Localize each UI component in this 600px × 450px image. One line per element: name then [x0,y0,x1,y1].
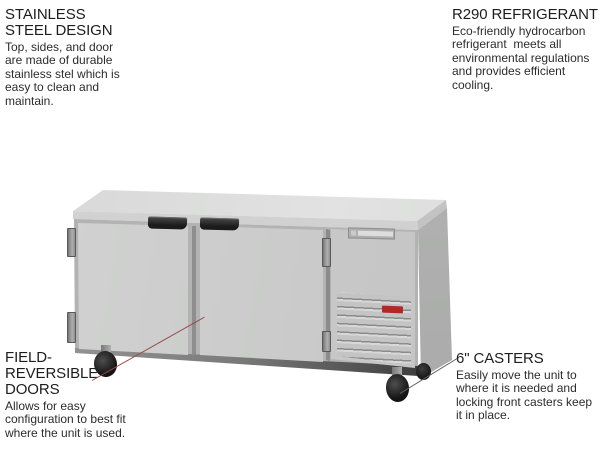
fridge-hinge-left-top [67,228,76,257]
callout-stainless-title: STAINLESS STEEL DESIGN [5,6,113,39]
callout-doors-body: Allows for easy configuration to best fi… [5,399,126,440]
brand-logo-badge [382,305,403,314]
callout-stainless-body: Top, sides, and door are made of durable… [5,40,120,108]
callout-casters-title: 6" CASTERS [456,350,544,367]
fridge-right-door-handle [199,217,240,231]
fridge-hinge-middle-bottom [322,331,331,352]
fridge-hinge-left-bottom [67,312,76,343]
fridge-nameplate-square [351,230,356,236]
fridge-left-door-handle [147,216,188,230]
callout-casters: 6" CASTERS Easily move the unit to where… [456,351,600,423]
callout-r290-refrigerant: R290 REFRIGERANT Eco-friendly hydrocarbo… [452,7,600,92]
callout-refrigerant-title: R290 REFRIGERANT [452,6,598,23]
callout-casters-body: Easily move the unit to where it is need… [456,368,593,423]
fridge-hinge-middle-top [322,238,331,267]
callout-doors-title: FIELD- REVERSIBLE DOORS [5,349,99,398]
caster-stem-front-right [392,367,402,377]
callout-refrigerant-body: Eco-friendly hydrocarbon refrigerant mee… [452,24,590,92]
caster-stem-front-left [101,345,111,354]
fridge-nameplate-bar [358,230,393,237]
fridge-nameplate [348,227,395,240]
callout-stainless-steel: STAINLESS STEEL DESIGN Top, sides, and d… [5,7,157,108]
callout-field-reversible-doors: FIELD- REVERSIBLE DOORS Allows for easy … [5,350,157,440]
